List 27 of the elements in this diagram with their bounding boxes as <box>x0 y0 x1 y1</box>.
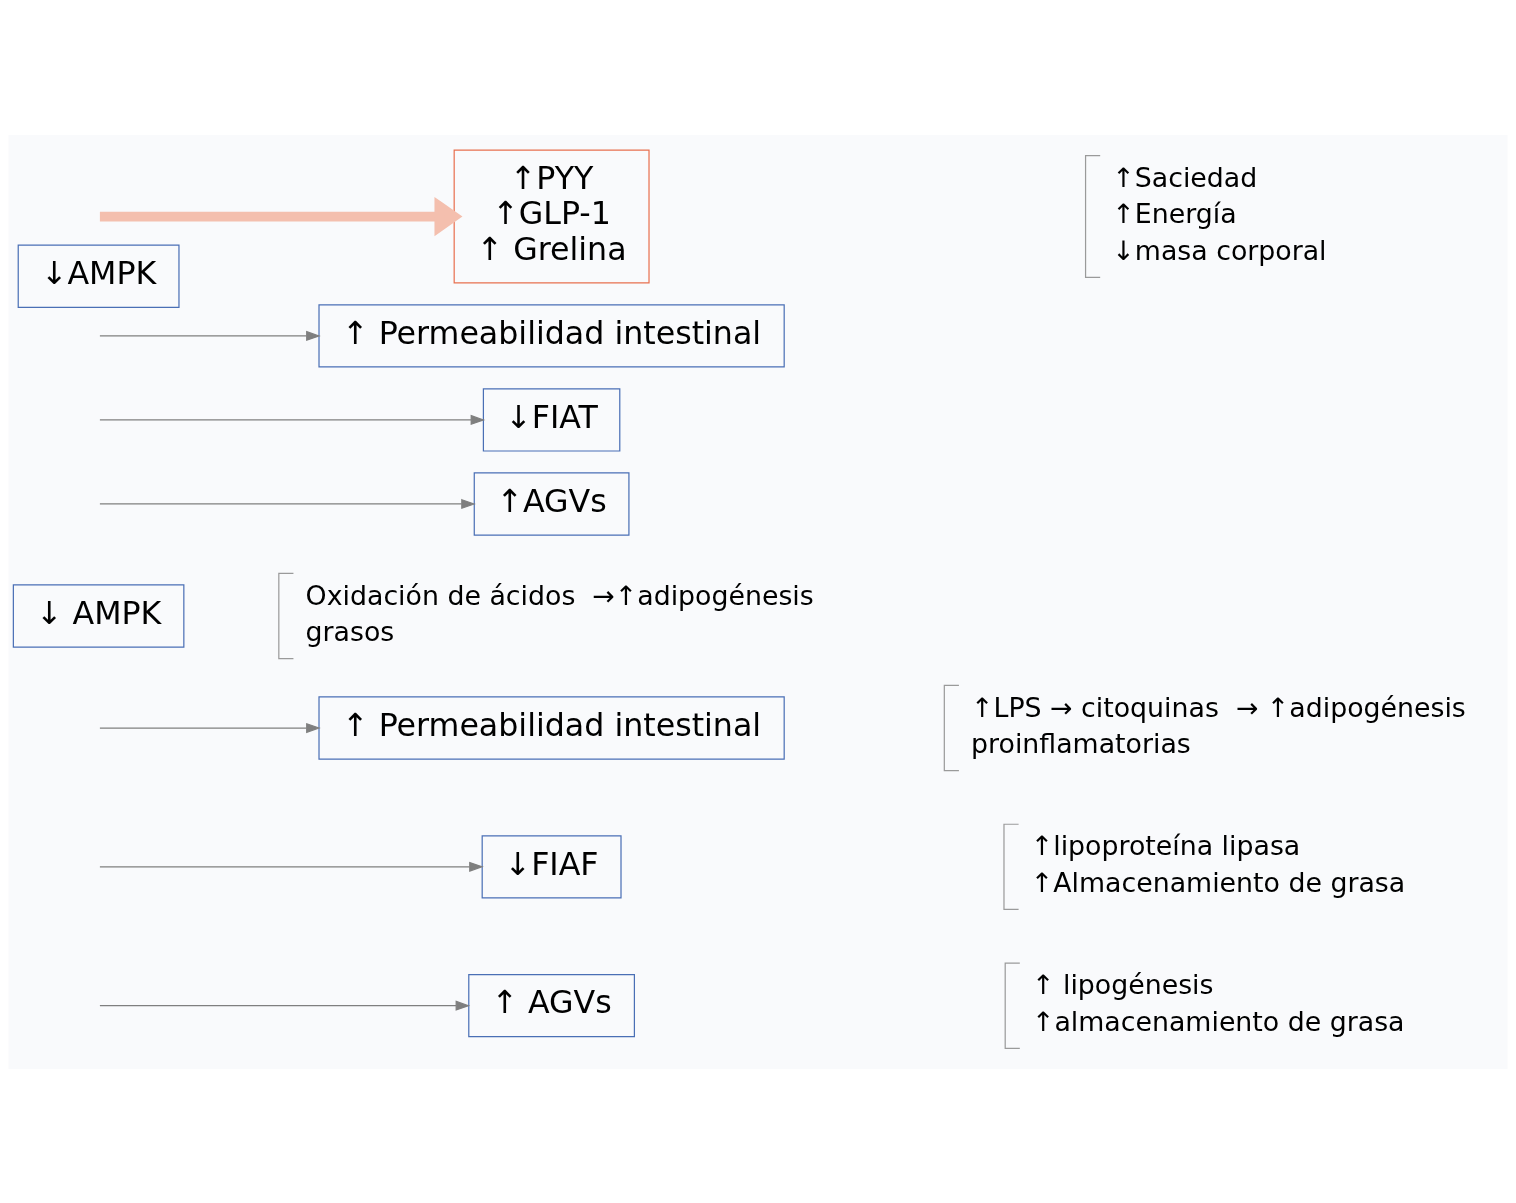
node-label: grasos <box>305 615 395 647</box>
node-box: ↓FIAT <box>482 387 621 452</box>
node-box: ↑AGVs <box>473 471 630 536</box>
node-label: ↓masa corporal <box>1112 234 1327 266</box>
node-box: ↑ Permeabilidad intestinal <box>318 303 785 368</box>
arrow <box>99 722 321 733</box>
arrow <box>99 1000 471 1011</box>
arrow <box>99 330 321 341</box>
arrow <box>99 196 463 236</box>
node-box: ↑ AGVs <box>468 973 635 1037</box>
node-label: ↑lipoproteína lipasa <box>1030 829 1301 861</box>
node-label: Oxidación de ácidos →↑adipogénesis <box>305 579 814 611</box>
node-label: ↑ lipogénesis <box>1031 968 1214 1000</box>
node-label: ↑almacenamiento de grasa <box>1031 1005 1405 1037</box>
node-label: ↑Energía <box>1112 197 1237 229</box>
node-box: ↓FIAF <box>481 834 622 898</box>
node-box: ↑ Permeabilidad intestinal <box>318 695 785 760</box>
node-label: proinflamatorias <box>971 727 1191 759</box>
node-box: ↓AMPK <box>17 244 180 308</box>
node-box: ↓ AMPK <box>12 583 185 648</box>
arrow <box>99 414 486 425</box>
arrow <box>99 498 476 509</box>
arrow <box>99 861 484 872</box>
node-label: ↑Saciedad <box>1112 161 1258 193</box>
node-label: ↑Almacenamiento de grasa <box>1030 866 1406 898</box>
node-box: ↑PYY ↑GLP-1 ↑ Grelina <box>453 149 650 284</box>
node-label: ↑LPS → citoquinas → ↑adipogénesis <box>971 691 1466 723</box>
